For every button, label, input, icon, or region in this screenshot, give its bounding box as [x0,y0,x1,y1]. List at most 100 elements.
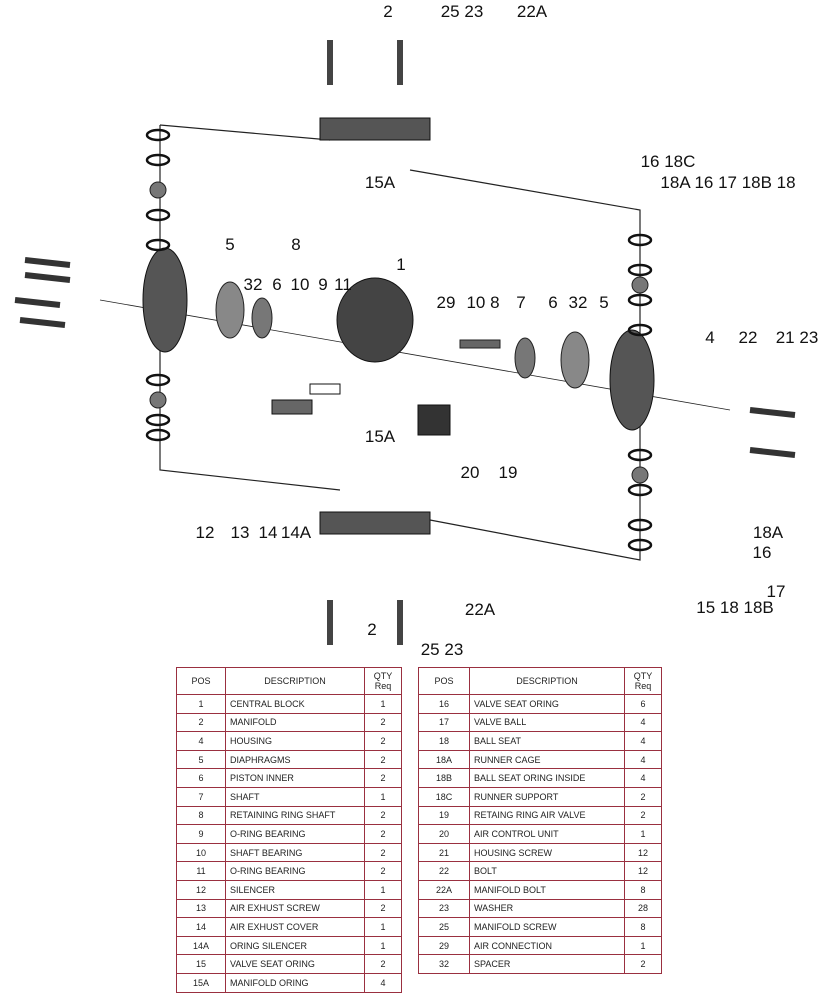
valve-oring [627,293,653,307]
callout-label: 7 [516,293,526,312]
cell-qty: 1 [624,824,662,844]
callout-label: 11 [334,275,352,294]
cell-pos: 17 [418,712,470,733]
callout-label: 15 18 18B [696,598,774,617]
cell-qty: 12 [624,842,662,863]
cell-description: VALVE SEAT ORING [469,694,625,714]
cell-description: AIR CONNECTION [469,935,625,956]
cell-pos: 4 [176,731,226,751]
cell-description: AIR EXHUST COVER [225,917,365,937]
cell-pos: 21 [418,842,470,863]
cell-qty: 1 [364,786,402,807]
exploded-pump-diagram [14,40,796,645]
cell-pos: 18C [418,786,470,807]
cell-qty: 1 [364,879,402,900]
callout-label: 14A [280,523,312,542]
housing-right [609,329,655,431]
cell-description: O-RING BEARING [225,824,365,844]
cell-qty: 2 [364,749,402,770]
callout-label: 25 23 [420,640,464,659]
callout-label: 15A [364,427,396,446]
cell-pos: 2 [176,712,226,733]
cell-qty: 4 [624,749,662,770]
callout-label: 5 [599,293,609,312]
cell-pos: 13 [176,898,226,919]
housing-screw [14,297,61,308]
cell-description: MANIFOLD BOLT [469,879,625,900]
callout-label: 13 [230,523,250,542]
cell-pos: 18B [418,768,470,788]
housing-screw [749,447,796,458]
callout-label: 4 [705,328,715,347]
housing-screw [19,317,66,328]
piston-right [514,337,536,379]
cell-description: WASHER [469,898,625,919]
cell-pos: 20 [418,824,470,844]
cell-qty: 1 [624,935,662,956]
cell-description: VALVE BALL [469,712,625,733]
header-pos: POS [418,667,470,695]
callout-label: 25 23 [440,2,484,21]
cell-pos: 18 [418,731,470,751]
valve-oring [145,128,171,142]
manifold-top [319,117,431,141]
header-pos: POS [176,667,226,695]
cell-qty: 4 [624,768,662,788]
callout-label: 16 [752,543,772,562]
cell-description: MANIFOLD ORING [225,972,365,993]
cell-qty: 2 [364,898,402,919]
cell-description: RETAING RING AIR VALVE [469,805,625,826]
valve-oring [627,518,653,532]
cell-pos: 32 [418,954,470,974]
callout-label: 22A [516,2,548,21]
cell-qty: 1 [364,935,402,956]
callout-label: 8 [291,235,301,254]
cell-description: AIR CONTROL UNIT [469,824,625,844]
cell-qty: 2 [364,861,402,881]
callout-label: 29 [436,293,456,312]
callout-label: 18A 16 17 18B 18 [660,173,796,192]
cell-description: SHAFT BEARING [225,842,365,863]
cell-qty: 1 [364,694,402,714]
manifold-bottom [319,511,431,535]
callout-label: 18A [752,523,784,542]
cell-description: ORING SILENCER [225,935,365,956]
cell-description: MANIFOLD SCREW [469,917,625,937]
cell-pos: 19 [418,805,470,826]
cell-description: BALL SEAT [469,731,625,751]
diaphragm-right [560,331,590,389]
cell-pos: 14A [176,935,226,956]
valve-oring [627,323,653,337]
cell-qty: 12 [624,861,662,881]
valve-oring [627,448,653,462]
housing-screw [24,257,71,268]
cell-qty: 4 [624,712,662,733]
valve-oring [627,263,653,277]
cell-description: BALL SEAT ORING INSIDE [469,768,625,788]
central-block [336,277,414,363]
air-exhaust-cover [271,399,313,415]
callout-label: 22 [738,328,758,347]
piston-left [251,297,273,339]
air-control-unit [417,404,451,436]
cell-pos: 29 [418,935,470,956]
valve-oring [145,238,171,252]
cell-description: DIAPHRAGMS [225,749,365,770]
cell-pos: 10 [176,842,226,863]
header-description: DESCRIPTION [469,667,625,695]
callout-label: 10 [290,275,310,294]
